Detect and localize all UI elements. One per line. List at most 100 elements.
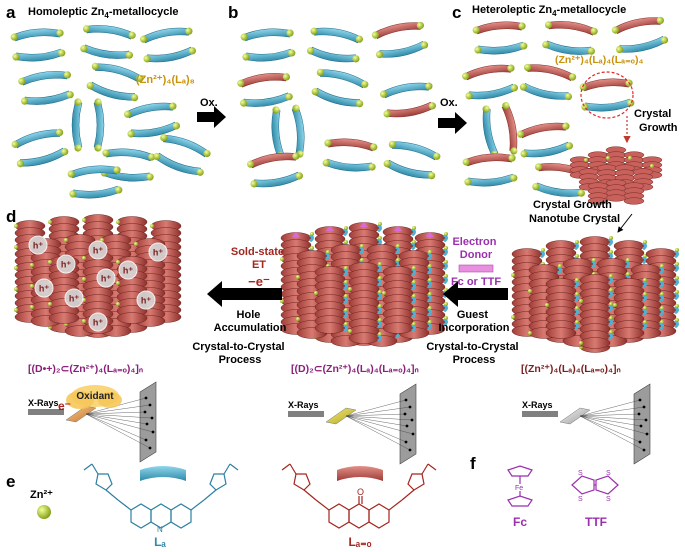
nanotube (632, 168, 654, 191)
ferrocene-label: Fc (513, 515, 527, 529)
nanotube-column (314, 266, 348, 334)
solid-state-et-label: Sold-state ET (231, 246, 287, 271)
guest-incorporation-label: Guest Incorporation (439, 309, 510, 334)
la-label: Lₐ (154, 535, 166, 549)
nanotube (623, 182, 645, 205)
crystal-sample (325, 407, 357, 425)
metallocycle (124, 102, 180, 138)
hole-marker: h⁺ (64, 288, 84, 308)
ttf-structure (571, 475, 619, 495)
xray-diffraction-donor: X-Rays (288, 383, 417, 465)
hole-markers: h⁺h⁺h⁺h⁺h⁺h⁺h⁺h⁺h⁺h⁺ (28, 235, 168, 332)
metallocycle (519, 63, 577, 101)
guest-incorporation-arrow (443, 281, 508, 307)
metallocycle (140, 27, 196, 63)
hole-marker: h⁺ (88, 240, 108, 260)
metallocycle (462, 153, 518, 187)
metallocycle (311, 68, 369, 108)
fc-ttf-label: Fc or TTF (451, 276, 501, 288)
xray-label: X-Rays (522, 400, 553, 410)
nanotube-column (348, 262, 382, 344)
la-ligand-block (140, 466, 186, 481)
svg-text:Oxidant: Oxidant (76, 391, 114, 402)
formula-a: (Zn²⁺)₄(Lₐ)₈ (136, 74, 195, 86)
panel-label-d: d (6, 207, 16, 226)
la-n-atom: N (157, 525, 163, 534)
detector-plate (633, 383, 651, 465)
hole-marker: h⁺ (34, 278, 54, 298)
metallocycle (482, 102, 518, 158)
lao-o-atom: O (357, 487, 364, 497)
metallocycle (472, 21, 528, 55)
panel-label-b: b (228, 3, 238, 22)
nanotube-growth-arrow (617, 213, 633, 233)
svg-text:h⁺: h⁺ (141, 296, 151, 306)
svg-text:h⁺: h⁺ (93, 246, 103, 256)
formula-mid: [(D)₂⊂(Zn²⁺)₄(Lₐ)₄(Lₐ₌ₒ)₄]ₙ (291, 363, 419, 375)
ttf-s-atom-1: S (578, 470, 583, 477)
ferrocene-fe-atom: Fe (515, 485, 523, 492)
hole-accumulation-label: Hole Accumulation (214, 309, 287, 334)
hole-accumulation-arrow (207, 281, 282, 307)
metallocycle (153, 134, 211, 176)
oxidation-arrow-2: Ox. (438, 97, 467, 134)
minus-electron-label: −e⁻ (248, 274, 270, 289)
metallocycle (579, 78, 635, 112)
crystal-to-crystal-left: Crystal-to-Crystal Process (192, 341, 287, 366)
ttf-s-atom-2: S (606, 470, 611, 477)
metallocycle (517, 122, 573, 158)
ttf-s-atom-3: S (578, 496, 583, 503)
hole-marker: h⁺ (28, 235, 48, 255)
zn-ion-sphere (37, 505, 51, 519)
svg-text:h⁺: h⁺ (33, 241, 43, 251)
lao-label: Lₐ₌ₒ (348, 535, 371, 549)
panel-label-f: f (470, 454, 476, 473)
metallocycle (462, 64, 518, 100)
lao-ligand-block (337, 466, 383, 481)
zn-ion-label: Zn²⁺ (30, 489, 53, 501)
formula-d: [(D•+)₂⊂(Zn²⁺)₄(Lₐ₌ₒ)₄]ₙ (28, 363, 144, 375)
xray-label: X-Rays (288, 400, 319, 410)
panel-label-a: a (6, 3, 16, 22)
formula-c: (Zn²⁺)₄(Lₐ)₄(Lₐ₌ₒ)₄ (555, 54, 643, 66)
metallocycle (11, 128, 69, 168)
oxidation-arrow-1: Ox. (197, 97, 226, 128)
svg-text:h⁺: h⁺ (101, 274, 111, 284)
metallocycle (86, 62, 144, 102)
metallocycle (240, 28, 296, 62)
ferrocene-structure (507, 465, 533, 507)
pristine-nanotube-crystal (511, 236, 679, 353)
metallocycle (611, 16, 669, 54)
oxidant-cloud: Oxidant (66, 385, 122, 409)
donor-included-nanotube-crystal (280, 222, 448, 347)
highlighted-metallocycle (580, 71, 634, 119)
nanotube-column (382, 266, 416, 334)
homoleptic-title: Homoleptic Zn4-metallocycle (28, 6, 179, 20)
partially-oxidized-metallocycles (237, 21, 441, 188)
electron-donor-label: Electron Donor (452, 236, 499, 261)
metallocycle (237, 73, 293, 107)
metallocycle (307, 27, 363, 63)
metallocycle (371, 21, 429, 59)
hole-marker: h⁺ (88, 312, 108, 332)
svg-text:Ox.: Ox. (440, 97, 458, 109)
metallocycle (247, 152, 303, 188)
ttf-s-atom-4: S (606, 496, 611, 503)
svg-text:h⁺: h⁺ (153, 248, 163, 258)
lao-ligand-structure (281, 463, 437, 529)
nanotube-column (613, 278, 647, 339)
crystal-sample (65, 405, 97, 423)
metallocycle (271, 104, 305, 160)
metallocycle (80, 25, 136, 59)
metallocycle (10, 28, 66, 62)
electron-symbol: e⁻ (58, 399, 71, 413)
formula-right: [(Zn²⁺)₄(Lₐ)₄(Lₐ₌ₒ)₄]ₙ (521, 363, 621, 375)
crystal-to-crystal-right: Crystal-to-Crystal Process (426, 341, 521, 366)
metallocycle (71, 98, 105, 152)
hole-marker: h⁺ (136, 290, 156, 310)
hole-marker: h⁺ (148, 242, 168, 262)
heteroleptic-title: Heteroleptic Zn4-metallocycle (472, 4, 626, 18)
nanotube-column (545, 278, 579, 339)
homoleptic-metallocycles (10, 25, 211, 199)
